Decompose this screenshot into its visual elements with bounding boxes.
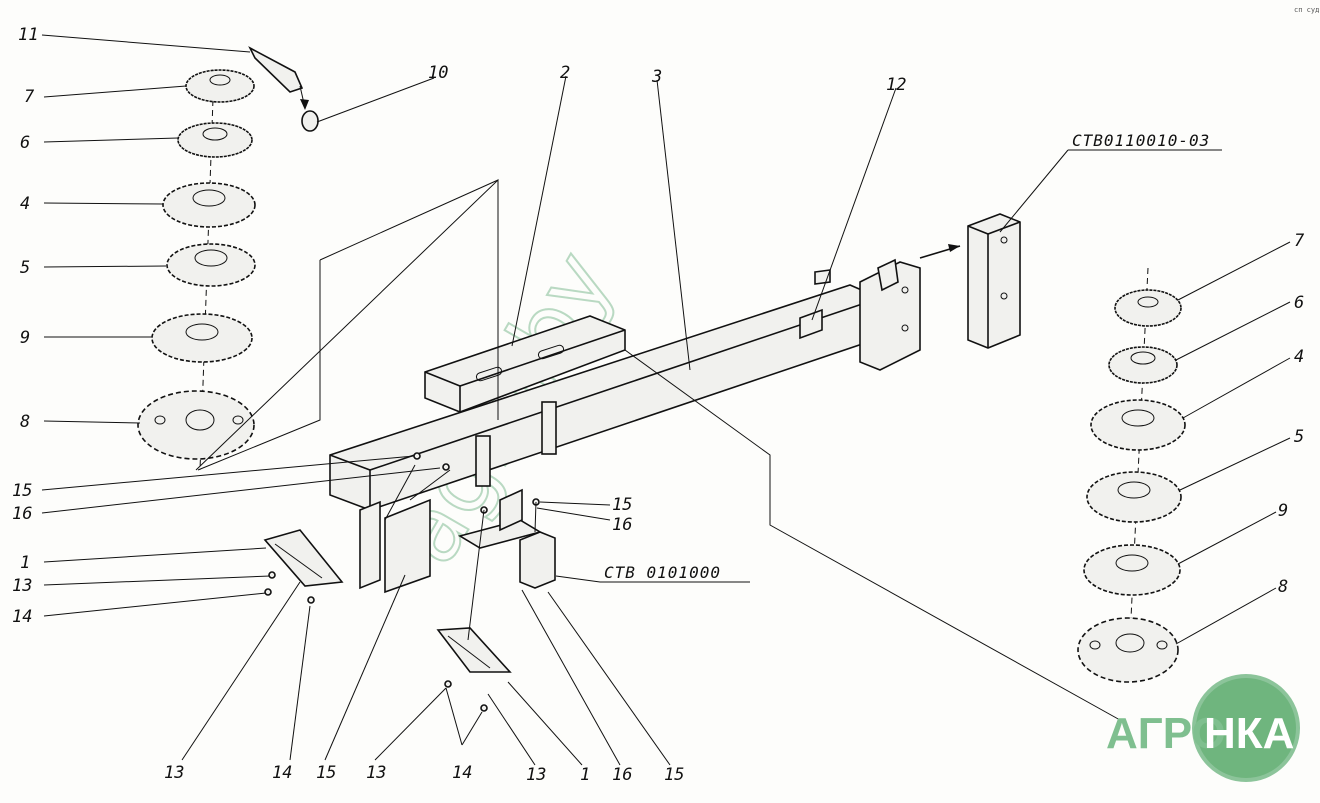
right-sprocket-6 (1108, 346, 1178, 384)
leader-lines (41, 34, 1291, 766)
callout-bottom-16: 16 (612, 765, 632, 785)
callout-top-3: 3 (651, 67, 662, 87)
callout-left-8: 8 (20, 412, 30, 432)
callout-right-7: 7 (1294, 231, 1305, 251)
callout-labels: 11 7 6 4 5 9 8 10 2 3 12 СТВ0110010-03 1… (12, 25, 1305, 785)
code-bracket: СТВ 0101000 (604, 563, 721, 582)
left-sprocket-5 (166, 243, 256, 287)
callout-right-9: 9 (1278, 501, 1288, 521)
callout-fastener-14: 14 (12, 607, 32, 627)
callout-right-8: 8 (1278, 577, 1288, 597)
bottom-blade (436, 627, 512, 673)
callout-bottom-15b: 15 (664, 765, 684, 785)
left-sprocket-6 (177, 122, 253, 158)
logo-left-text: АГРО (1106, 709, 1226, 758)
callout-bottom-14b: 14 (452, 763, 472, 783)
callout-fastener-15: 15 (12, 481, 32, 501)
code-housing: СТВ0110010-03 (1072, 131, 1210, 150)
assembly-lines (195, 85, 1121, 721)
right-sprocket-8 (1077, 617, 1179, 683)
callout-right-6: 6 (1294, 293, 1304, 313)
callout-mid-16: 16 (612, 515, 632, 535)
agronka-logo: АГРО НКА (1106, 674, 1300, 782)
callout-top-2: 2 (560, 63, 570, 83)
right-sprocket-7 (1114, 289, 1182, 327)
callout-right-5: 5 (1294, 427, 1304, 447)
left-sprocket-9 (151, 313, 253, 363)
left-sprocket-stack (137, 69, 256, 471)
callout-bottom-13b: 13 (366, 763, 386, 783)
left-sprocket-4 (162, 182, 256, 228)
callout-mid-15: 15 (612, 495, 632, 515)
callout-bottom-13a: 13 (164, 763, 184, 783)
callout-bottom-13c: 13 (526, 765, 546, 785)
left-blade (263, 529, 344, 587)
callout-right-4: 4 (1294, 347, 1304, 367)
callout-top-10: 10 (428, 63, 448, 83)
fasteners (248, 46, 831, 712)
bearing-housing (967, 213, 1021, 349)
logo-badge-text: НКА (1204, 709, 1294, 758)
left-sprocket-8 (137, 390, 255, 460)
callout-left-7: 7 (24, 87, 35, 107)
plate-posts (475, 401, 557, 487)
callout-left-9: 9 (20, 328, 30, 348)
right-sprocket-9 (1083, 544, 1181, 596)
logo-circle (1192, 674, 1300, 782)
callout-fastener-1: 1 (20, 553, 30, 573)
callout-fastener-13: 13 (12, 576, 32, 596)
callout-left-6: 6 (20, 133, 30, 153)
callout-bottom-15a: 15 (316, 763, 336, 783)
callout-top-12: 12 (886, 75, 906, 95)
beam-end-bracket (859, 244, 961, 371)
side-plates (359, 488, 523, 594)
callout-left-5: 5 (20, 258, 30, 278)
callout-fastener-16: 16 (12, 504, 32, 524)
right-sprocket-stack (1077, 267, 1186, 683)
right-sprocket-4 (1090, 399, 1186, 451)
right-sprocket-5 (1086, 471, 1182, 523)
callout-bottom-1: 1 (580, 765, 590, 785)
callout-bottom-14a: 14 (272, 763, 292, 783)
left-sprocket-7 (185, 69, 255, 103)
callout-left-11: 11 (18, 25, 38, 45)
callout-left-4: 4 (20, 194, 30, 214)
corner-note: сп суд (1294, 6, 1319, 14)
